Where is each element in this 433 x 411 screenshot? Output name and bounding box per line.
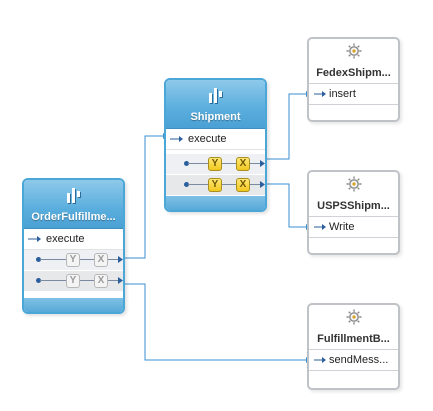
rule-line (40, 259, 120, 260)
reference-header: FedexShipm... (309, 39, 398, 84)
route-arrow-icon (118, 256, 123, 263)
gear-icon (346, 309, 361, 325)
component-title: Shipment (190, 111, 241, 123)
operation-label: insert (329, 88, 356, 100)
operation-label: execute (188, 133, 227, 145)
operation-execute[interactable]: execute (24, 229, 123, 250)
mediator-icon (66, 188, 81, 204)
operation-label: execute (46, 233, 85, 245)
routing-rule[interactable]: Y X (166, 154, 265, 175)
reference-header: USPSShipm... (309, 172, 398, 217)
transform-icon[interactable]: X (94, 253, 108, 267)
routing-rule[interactable]: Y X (24, 250, 123, 271)
rule-line (188, 163, 262, 164)
rule-line (188, 184, 262, 185)
routing-rule[interactable]: Y X (166, 175, 265, 196)
reference-title: FedexShipm... (316, 67, 391, 79)
transform-icon[interactable]: X (94, 274, 108, 288)
rule-line (40, 280, 120, 281)
wire-shipment-to-usps (266, 183, 307, 228)
operation-arrow-icon (314, 91, 326, 97)
route-arrow-icon (118, 277, 123, 284)
rule-connector-dot (36, 278, 41, 283)
reference-title: FulfillmentB... (317, 333, 390, 345)
routing-rule[interactable]: Y X (24, 271, 123, 292)
rule-connector-dot (184, 182, 189, 187)
component-footer (166, 196, 265, 210)
component-footer (24, 298, 123, 312)
operation-label: sendMess... (329, 354, 389, 366)
wire-order-to-fulfillment (124, 283, 307, 361)
filter-icon[interactable]: Y (208, 157, 222, 171)
component-shipment[interactable]: Shipment execute Y X Y X (164, 78, 267, 212)
operation-execute[interactable]: execute (166, 129, 265, 150)
component-order-fulfillment[interactable]: OrderFulfillme... execute Y X Y X (22, 178, 125, 314)
transform-icon[interactable]: X (236, 157, 250, 171)
transform-icon[interactable]: X (236, 178, 250, 192)
component-title: OrderFulfillme... (31, 211, 116, 223)
gear-icon (346, 43, 361, 59)
operation-label: Write (329, 221, 355, 233)
reference-operation[interactable]: insert (309, 84, 398, 105)
reference-title: USPSShipm... (317, 200, 390, 212)
wire-order-to-shipment (124, 135, 164, 259)
reference-usps[interactable]: USPSShipm... Write (307, 170, 400, 255)
component-header: OrderFulfillme... (24, 180, 123, 229)
route-arrow-icon (260, 181, 265, 188)
operation-arrow-icon (314, 357, 326, 363)
filter-icon[interactable]: Y (208, 178, 222, 192)
filter-icon[interactable]: Y (66, 274, 80, 288)
operation-arrow-icon (170, 136, 183, 142)
operation-arrow-icon (314, 224, 326, 230)
reference-header: FulfillmentB... (309, 305, 398, 350)
rule-connector-dot (36, 257, 41, 262)
reference-fulfillment[interactable]: FulfillmentB... sendMess... (307, 303, 400, 390)
rule-connector-dot (184, 161, 189, 166)
route-arrow-icon (260, 160, 265, 167)
filter-icon[interactable]: Y (66, 253, 80, 267)
mediator-icon (208, 88, 223, 104)
operation-arrow-icon (28, 236, 41, 242)
gear-icon (346, 176, 361, 192)
reference-operation[interactable]: sendMess... (309, 350, 398, 371)
reference-fedex[interactable]: FedexShipm... insert (307, 37, 400, 122)
component-header: Shipment (166, 80, 265, 129)
wire-shipment-to-fedex (266, 93, 307, 160)
reference-operation[interactable]: Write (309, 217, 398, 238)
